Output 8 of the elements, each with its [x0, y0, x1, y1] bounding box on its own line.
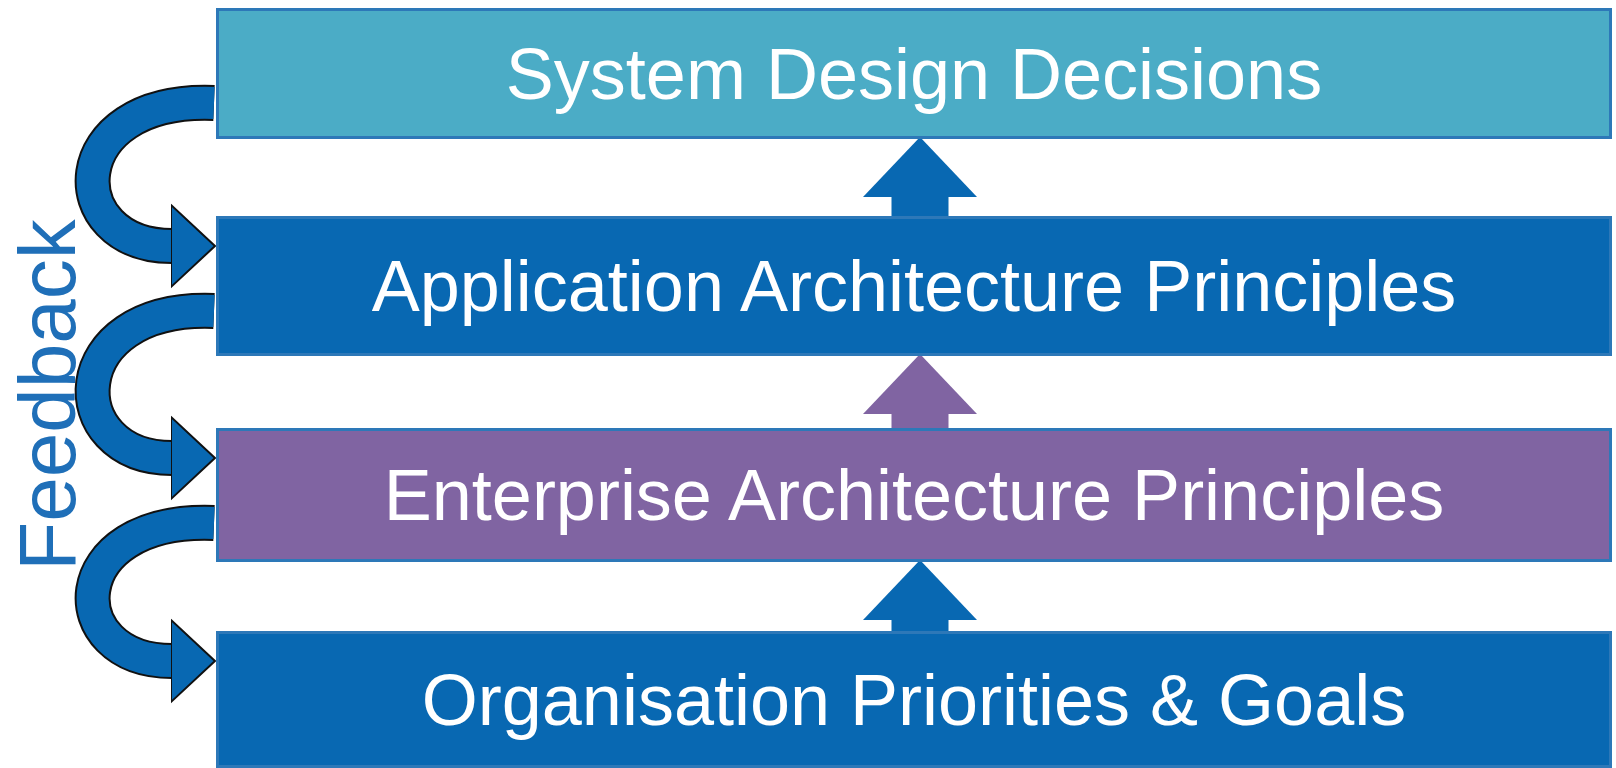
side-label: Feedback [8, 219, 88, 571]
layer-band [216, 631, 1612, 768]
block-arrow [863, 560, 977, 631]
layer-band [216, 428, 1612, 562]
layer-band [216, 216, 1612, 356]
layer-band [216, 8, 1612, 139]
block-arrow [863, 354, 977, 428]
block-arrow [863, 137, 977, 216]
